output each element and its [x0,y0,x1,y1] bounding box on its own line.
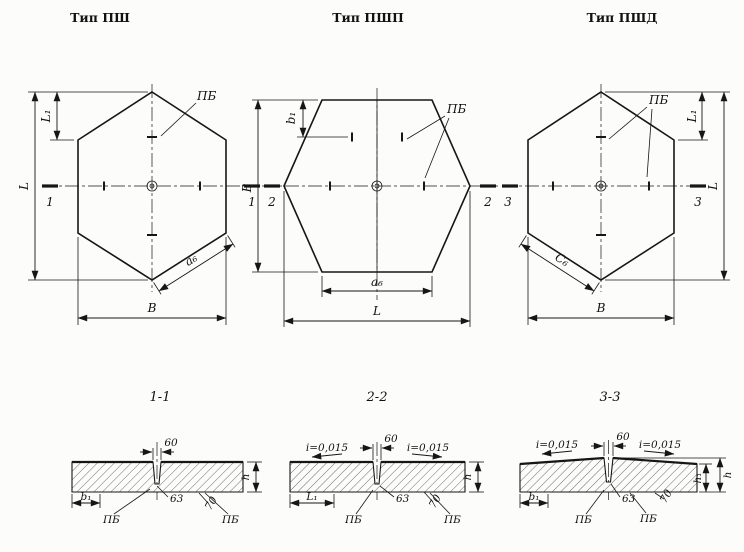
dim-label-h1: h₁ [692,473,704,484]
dim-label-groove: 60 [384,433,398,445]
section-3-3: 3-3 i=0,015 i=0,015 60 h₁ h b₁ ПБ ПБ 63 [519,390,734,526]
plan-psh: ПБ L₁ L B a₆ 1 1 [17,84,260,325]
dim-label-b1: b₁ [81,491,92,503]
type-title-pshd: Тип ПШД [587,10,658,25]
leader-line [156,485,169,498]
dim-label-l1: L₁ [305,491,317,503]
dim-label-l1: L₁ [685,110,699,124]
section-title: 3-3 [600,390,621,405]
leader-line [423,491,434,503]
slab-top-edge [519,456,698,466]
loop-callout-label: ПБ [648,93,668,107]
dim-label-a6: a₆ [182,250,200,268]
cut-number-left: 3 [504,195,512,209]
chamfer-label: 70 [658,487,675,505]
section-title: 1-1 [150,390,171,405]
dim-label-h: h [240,474,252,481]
loop-callout-right: ПБ [639,513,657,525]
dim-label-b1: b₁ [284,112,298,125]
slope-label-right: i=0,015 [407,442,450,454]
slope-label-left: i=0,015 [536,439,579,451]
type-title-psh: Тип ПШ [70,10,130,25]
leader-line [160,102,197,137]
lifting-hole [595,180,607,192]
cut-number-right: 3 [694,195,702,209]
section-title: 2-2 [366,390,388,405]
leader-line [379,485,395,498]
joint-label: 63 [396,493,410,505]
cut-number-right: 2 [483,195,492,209]
loop-callout-left: ПБ [574,514,592,526]
dimension-line-c6 [520,243,595,292]
leader-line [429,492,451,515]
loop-callout-label: ПБ [446,102,466,116]
dim-label-l: L [372,304,381,318]
dim-label-a6: a₆ [371,275,383,289]
dim-label-b: B [147,301,157,315]
plan-pshd: ПБ L₁ L C₆ B 3 3 [502,84,730,325]
slope-arrow-right [411,452,443,460]
dim-label-l: L [17,182,31,191]
lifting-hole [146,180,158,192]
chamfer-label: 70 [203,494,220,512]
leader-line [654,492,665,500]
loop-callout-label: ПБ [196,89,216,103]
dim-label-l: L [706,182,720,191]
extension-line [227,235,236,248]
hexagon-slab-outline [283,99,471,273]
type-title-pshp: Тип ПШП [332,10,404,25]
cut-number-left: 2 [267,195,276,209]
loop-callout-left: ПБ [102,514,120,526]
leader-line [629,492,647,514]
leader-line [204,492,229,515]
dim-label-b: B [240,183,254,193]
cut-number-right: 1 [248,195,256,209]
dim-label-groove: 60 [164,437,178,449]
loop-callout-right: ПБ [443,514,461,526]
slope-label-left: i=0,015 [306,442,349,454]
loop-callout-left: ПБ [344,514,362,526]
leader-line [646,108,653,178]
extension-line [518,235,527,248]
leader-line [608,106,648,140]
extension-line [591,282,600,295]
lifting-hole-inner [149,183,155,189]
joint-label: 63 [170,493,184,505]
cut-number-left: 1 [46,195,54,209]
extension-line [153,282,162,295]
dim-label-h: h [722,472,734,479]
slope-label-right: i=0,015 [639,439,682,451]
slope-arrow-right [643,449,675,457]
lifting-hole-inner [374,183,380,189]
leader-line [610,483,621,498]
dim-label-groove: 60 [616,431,630,443]
joint-label: 63 [622,493,636,505]
dimension-line-a6 [158,243,234,292]
slab-cross-section [71,461,244,493]
hexagon-slab-outline [527,91,675,281]
leader-line [198,492,209,504]
slope-arrow-left [541,449,573,457]
dim-label-l1: L₁ [39,110,53,124]
loop-callout-right: ПБ [221,514,239,526]
dim-label-b1: b₁ [529,491,540,503]
lifting-hole-inner [598,183,604,189]
leader-line [355,489,374,515]
dim-label-c6: C₆ [552,250,572,269]
leader-line [585,489,605,515]
slope-arrow-left [311,452,343,460]
leader-line [113,488,151,515]
slab-cross-section [289,461,466,493]
plan-pshp: ПБ b₁ B a₆ L 2 2 [240,88,498,327]
hexagon-slab-outline [77,91,227,281]
dim-label-h: h [462,474,474,481]
dim-label-b: B [596,301,606,315]
leader-line [406,115,446,140]
section-1-1: 1-1 60 h b₁ ПБ ПБ 63 70 [71,390,262,526]
leader-line [424,117,450,179]
lifting-hole [371,180,383,192]
chamfer-label: 70 [427,492,444,510]
section-2-2: 2-2 i=0,015 i=0,015 60 h L₁ ПБ ПБ 63 70 [289,390,484,526]
